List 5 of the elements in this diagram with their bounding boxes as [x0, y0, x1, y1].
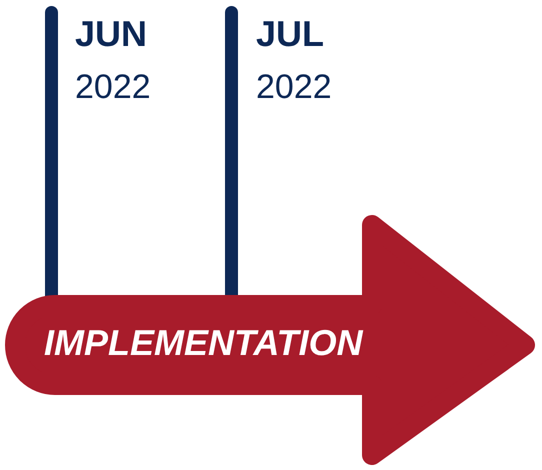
month-label: JUN [75, 16, 148, 52]
year-label: 2022 [75, 70, 151, 104]
month-label: JUL [256, 16, 324, 52]
year-label: 2022 [256, 70, 332, 104]
phase-label: IMPLEMENTATION [44, 325, 363, 361]
